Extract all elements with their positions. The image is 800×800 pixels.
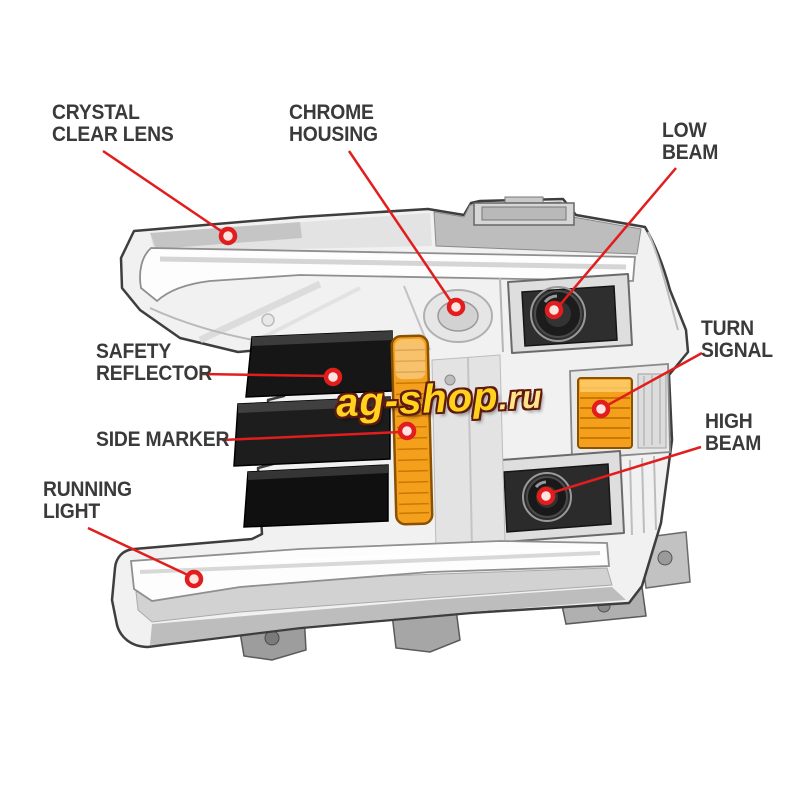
callout-marker-chrome-housing — [347, 150, 466, 317]
drl-bottom-tube — [130, 540, 626, 645]
callout-marker-low-beam — [544, 167, 677, 320]
callout-marker-turn-signal — [591, 351, 703, 419]
callout-label-safety-reflector: SAFETY REFLECTOR — [96, 340, 213, 385]
callout-label-low-beam: LOW BEAM — [662, 119, 719, 164]
leader-lines — [87, 149, 703, 589]
low-beam-projector — [507, 273, 633, 354]
safety-reflector-blocks — [233, 330, 393, 528]
callout-marker-safety-reflector — [199, 367, 343, 387]
watermark-suffix: .ru — [497, 378, 544, 417]
callout-label-turn-signal: TURN SIGNAL — [701, 317, 773, 362]
callout-label-chrome-housing: CHROME HOUSING — [289, 101, 378, 146]
callout-marker-side-marker — [221, 421, 417, 442]
mounting-tab — [473, 196, 575, 226]
callout-marker-running-light — [87, 526, 204, 589]
callout-label-side-marker: SIDE MARKER — [96, 428, 230, 451]
callout-label-crystal-clear-lens: CRYSTAL CLEAR LENS — [52, 101, 174, 146]
callout-marker-crystal-clear-lens — [102, 149, 238, 246]
drl-top-tube — [139, 247, 636, 303]
high-beam-projector — [487, 450, 657, 544]
watermark-main: ag-shop — [335, 374, 500, 426]
watermark: ag-shop.ru — [335, 373, 543, 427]
callout-label-running-light: RUNNING LIGHT — [43, 478, 132, 523]
callout-marker-high-beam — [536, 445, 702, 506]
turn-signal-lens — [569, 363, 671, 460]
callout-label-high-beam: HIGH BEAM — [705, 410, 762, 455]
